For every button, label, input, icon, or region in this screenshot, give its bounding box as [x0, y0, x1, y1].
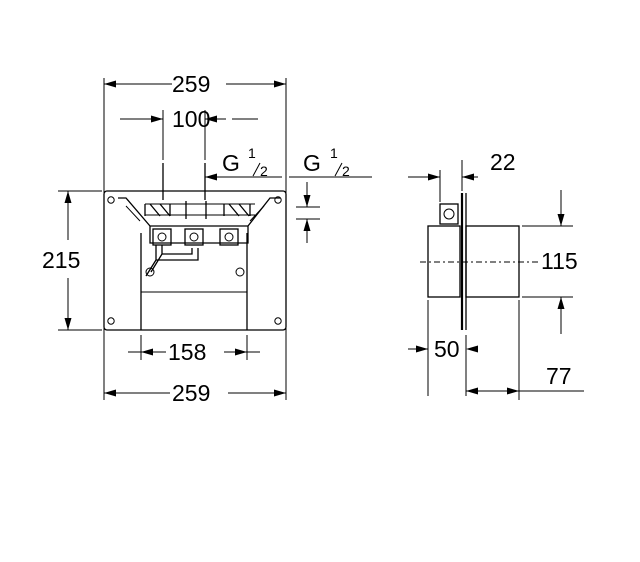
side-dimensions: 22 115 50 77: [408, 149, 584, 400]
dim-side-offset: 77: [546, 363, 572, 389]
valve-body: [118, 197, 280, 244]
fixing-screw: [145, 267, 155, 277]
outlet-left: [144, 203, 171, 217]
nut-center: [184, 228, 204, 246]
thread-right-letter: G: [303, 150, 321, 176]
side-fitting-hole: [443, 208, 455, 220]
thread-right-num: 1: [330, 145, 338, 161]
connection-pipe: [162, 163, 206, 200]
side-view: [420, 193, 540, 330]
nut-hole: [224, 232, 234, 242]
dim-inner-width: 158: [168, 339, 206, 365]
dim-height: 215: [42, 247, 80, 273]
dim-top-width: 259: [172, 71, 210, 97]
front-dimensions: 259 100 G 1 2 G 1 2 215 158 259: [42, 71, 372, 406]
dim-bottom-width: 259: [172, 380, 210, 406]
front-view: [103, 163, 287, 331]
mounting-hole: [274, 196, 282, 204]
valve-body-inner: [125, 203, 265, 222]
side-fitting: [439, 203, 459, 225]
mounting-hole: [107, 196, 115, 204]
dim-side-height: 115: [541, 248, 578, 274]
thread-right-den: 2: [342, 163, 350, 179]
thread-left-num: 1: [248, 145, 256, 161]
dim-side-depth: 50: [434, 336, 460, 362]
outlet-center: [185, 201, 207, 219]
fixing-screw: [235, 267, 245, 277]
inner-recess: [140, 291, 248, 331]
thread-left-letter: G: [222, 150, 240, 176]
dim-side-top: 22: [490, 149, 516, 175]
thread-left-den: 2: [260, 163, 268, 179]
nut-right: [219, 228, 239, 246]
pipe-loop: [145, 245, 199, 277]
side-body: [427, 225, 461, 298]
mounting-hole: [107, 317, 115, 325]
inner-box: [140, 233, 248, 330]
mounting-hole: [274, 317, 282, 325]
nut-hole: [157, 232, 167, 242]
outlet-right: [223, 203, 251, 217]
nut-hole: [189, 232, 199, 242]
dim-connection-spacing: 100: [172, 106, 210, 132]
